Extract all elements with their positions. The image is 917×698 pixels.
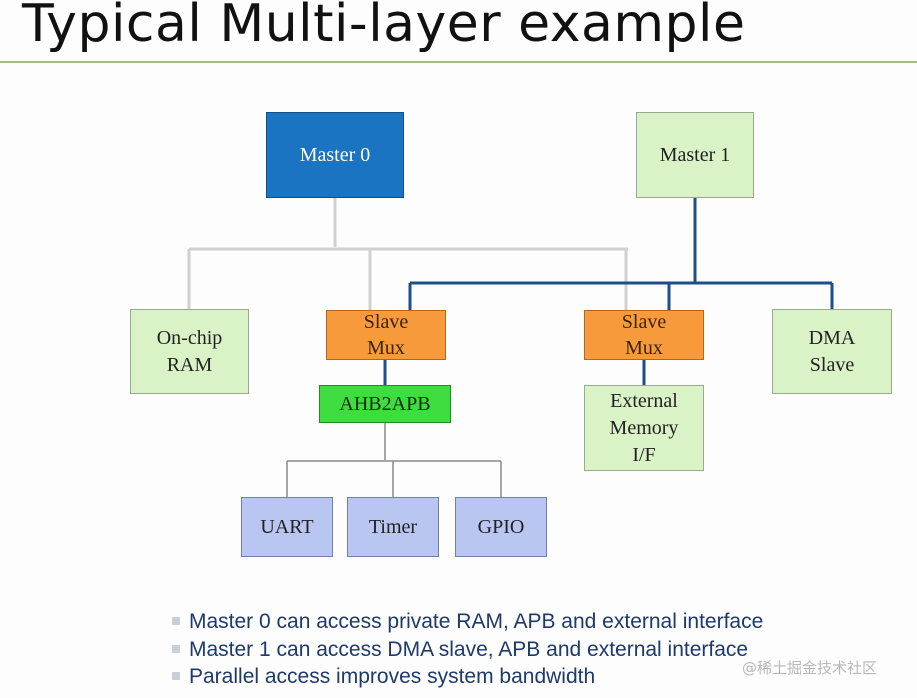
bullet-text: Master 0 can access private RAM, APB and… bbox=[189, 610, 764, 633]
watermark: @稀土掘金技术社区 bbox=[742, 659, 878, 677]
bullet-text: Master 1 can access DMA slave, APB and e… bbox=[189, 637, 749, 661]
master0-bus bbox=[187, 198, 628, 310]
title-underline bbox=[0, 61, 917, 63]
bullet-list: Master 0 can access private RAM, APB and… bbox=[172, 608, 852, 691]
bullet-text: Parallel access improves system bandwidt… bbox=[189, 665, 596, 688]
timer-box: Timer bbox=[347, 497, 439, 557]
bullet-item: Master 1 can access DMA slave, APB and e… bbox=[172, 636, 852, 664]
slide-title: Typical Multi-layer example bbox=[22, 0, 746, 54]
slave-mux-1-box: Slave Mux bbox=[326, 310, 446, 360]
uart-box: UART bbox=[241, 497, 333, 557]
master0-box: Master 0 bbox=[266, 112, 404, 198]
dma-slave-box: DMA Slave bbox=[772, 309, 892, 394]
slave-mux-2-box: Slave Mux bbox=[584, 310, 704, 360]
ahb2apb-box: AHB2APB bbox=[319, 385, 451, 423]
bullet-dot bbox=[172, 644, 180, 653]
gpio-box: GPIO bbox=[455, 497, 547, 557]
bullet-item: Master 0 can access private RAM, APB and… bbox=[172, 608, 852, 636]
external-memory-box: External Memory I/F bbox=[584, 385, 704, 471]
bullet-item: Parallel access improves system bandwidt… bbox=[172, 663, 852, 691]
bullet-dot bbox=[172, 672, 180, 680]
apb-bus bbox=[286, 423, 502, 497]
master1-bus bbox=[408, 198, 834, 310]
onchip-ram-box: On-chip RAM bbox=[130, 309, 249, 394]
master1-box: Master 1 bbox=[636, 112, 754, 198]
bullet-dot bbox=[172, 617, 180, 625]
